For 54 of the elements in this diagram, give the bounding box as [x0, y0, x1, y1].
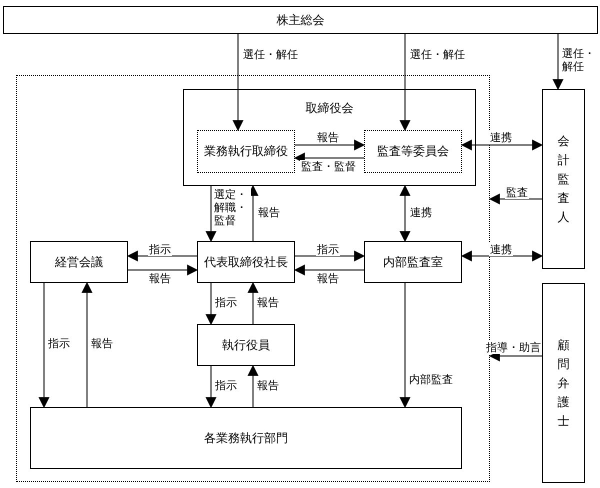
- process-box: 株主総会: [3, 6, 598, 34]
- edge-label: 連携: [489, 131, 513, 144]
- arrow: [400, 282, 410, 408]
- arrow: [206, 282, 216, 326]
- arrow: [400, 34, 410, 132]
- arrow: [206, 366, 216, 408]
- process-box: 執行役員: [197, 324, 295, 366]
- edge-label: 報告: [256, 296, 280, 309]
- arrow: [294, 152, 364, 164]
- edge-label: 選任・解任: [242, 48, 299, 61]
- arrow: [460, 250, 544, 262]
- arrow: [126, 250, 198, 262]
- edge-label: 指示: [47, 337, 71, 350]
- edge-label: 指示: [148, 243, 172, 256]
- arrow: [400, 184, 410, 242]
- edge-label: 指導・助言: [485, 341, 542, 354]
- edge-label: 指示: [214, 379, 238, 392]
- arrow: [206, 186, 216, 242]
- edge-label: 指示: [316, 243, 340, 256]
- edge-label: 指示: [214, 296, 238, 309]
- edge-label: 報告: [148, 272, 172, 285]
- arrow: [128, 264, 198, 276]
- arrow: [552, 34, 564, 90]
- vertical-box: 会計監査人: [542, 89, 585, 269]
- process-box: 代表取締役社長: [197, 241, 295, 283]
- process-box: 内部監査室: [364, 241, 462, 283]
- edge-label: 報告: [256, 379, 280, 392]
- arrow: [232, 34, 244, 132]
- arrow: [488, 194, 542, 204]
- dotted-box: 監査等委員会: [364, 130, 462, 173]
- process-box: 経営会議: [30, 241, 128, 283]
- edge-label: 報告: [90, 337, 114, 350]
- edge-label: 監査・監督: [300, 160, 357, 173]
- box-heading: 取締役会: [304, 100, 354, 117]
- edge-label: 報告: [316, 272, 340, 285]
- edge-label: 連携: [489, 243, 513, 256]
- dotted-box: 業務執行取締役: [197, 130, 295, 173]
- edge-label: 監査: [505, 186, 529, 199]
- arrow: [294, 140, 366, 150]
- edge-label: 選任・解任: [409, 48, 466, 61]
- arrow: [38, 282, 50, 408]
- edge-label: 連携: [409, 206, 433, 219]
- edge-label: 報告: [316, 131, 340, 144]
- vertical-box: 顧問弁護士: [542, 283, 585, 483]
- arrow: [82, 282, 92, 408]
- arrow: [460, 140, 544, 150]
- arrow: [248, 282, 258, 324]
- arrow: [248, 364, 258, 408]
- edge-label: 報告: [257, 206, 281, 219]
- process-box: 各業務執行部門: [30, 407, 462, 469]
- arrow: [294, 264, 364, 276]
- edge-label: 選定・解職・監督: [213, 188, 251, 227]
- edge-label: 内部監査: [408, 373, 454, 386]
- arrow: [294, 250, 366, 262]
